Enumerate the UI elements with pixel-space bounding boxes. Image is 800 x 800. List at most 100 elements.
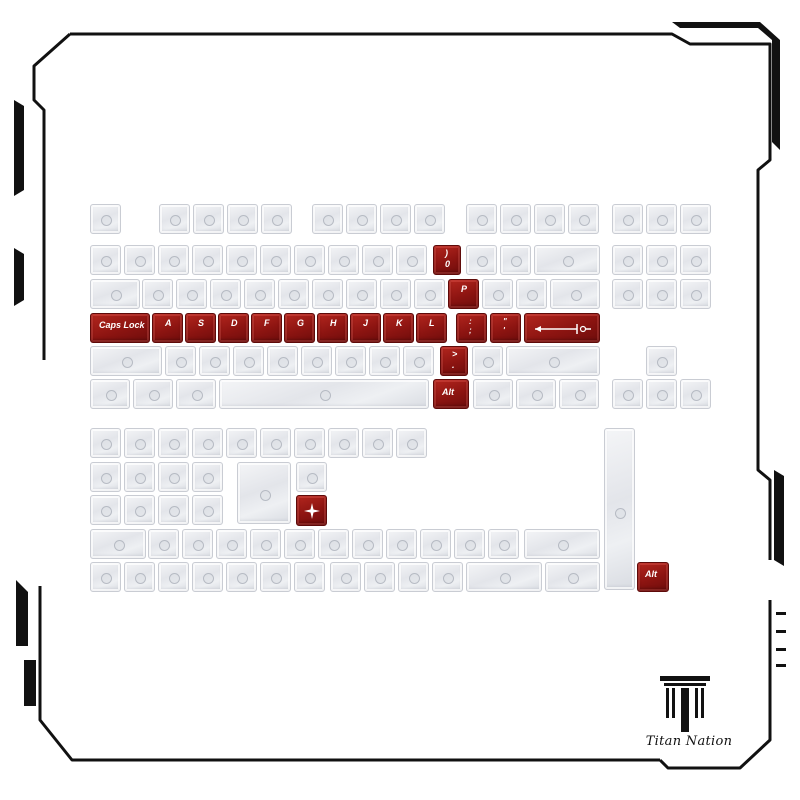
letter-keycap — [403, 346, 434, 376]
f-key: F — [251, 313, 282, 343]
extra-keycap — [396, 428, 427, 458]
alt-extra-key: Alt — [637, 562, 669, 592]
number-row-keycap — [192, 245, 223, 275]
g-key-label: G — [297, 318, 305, 328]
extra-keycap — [545, 562, 600, 592]
alt-extra-label: Alt — [645, 569, 657, 579]
extra-keycap — [330, 562, 361, 592]
extra-keycap — [398, 562, 429, 592]
l-key-label: L — [429, 318, 435, 328]
extra-keycap — [192, 495, 223, 525]
j-key: J — [350, 313, 381, 343]
modifier-keycap — [90, 379, 130, 409]
paren-top-label: ) — [445, 248, 448, 258]
j-key-label: J — [363, 318, 369, 328]
nav-keycap — [680, 245, 711, 275]
extra-keycap — [158, 462, 189, 492]
letter-keycap — [176, 279, 207, 309]
extra-keycap — [158, 495, 189, 525]
s-key-label: S — [198, 318, 205, 328]
period-top-label: > — [452, 349, 458, 359]
k-key: K — [383, 313, 414, 343]
l-key: L — [416, 313, 447, 343]
letter-keycap — [165, 346, 196, 376]
letter-keycap — [472, 346, 503, 376]
extra-keycap — [362, 428, 393, 458]
extra-keycap — [90, 462, 121, 492]
extra-keycap — [296, 462, 327, 492]
arrow-keycap — [680, 379, 711, 409]
modifier-keycap — [473, 379, 513, 409]
d-key: D — [218, 313, 249, 343]
shift-keycap — [506, 346, 600, 376]
quote-label: " ' — [503, 317, 507, 335]
f-row-keycap — [261, 204, 292, 234]
letter-keycap — [369, 346, 400, 376]
extra-keycap — [192, 428, 223, 458]
spacebar-keycap — [219, 379, 429, 409]
letter-keycap — [482, 279, 513, 309]
p-key: P — [448, 279, 479, 309]
f-row-keycap — [227, 204, 258, 234]
number-row-keycap — [396, 245, 427, 275]
period-key: > . — [440, 346, 468, 376]
arrow-keycap — [646, 346, 677, 376]
g-key: G — [284, 313, 315, 343]
extra-keycap — [488, 529, 519, 559]
extra-keycap — [90, 495, 121, 525]
caps-lock-label: Caps Lock — [99, 320, 145, 330]
extra-keycap — [216, 529, 247, 559]
sword-icon — [535, 324, 591, 334]
iso-enter-keycap — [237, 462, 291, 524]
nav-keycap — [612, 279, 643, 309]
letter-keycap — [516, 279, 547, 309]
semicolon-label: : ; — [469, 317, 472, 335]
extra-keycap — [158, 428, 189, 458]
extra-keycap — [90, 562, 121, 592]
number-row-keycap — [124, 245, 155, 275]
nav-keycap — [680, 204, 711, 234]
letter-keycap — [346, 279, 377, 309]
number-row-keycap — [90, 245, 121, 275]
letter-keycap — [199, 346, 230, 376]
number-row-keycap — [226, 245, 257, 275]
extra-keycap — [192, 562, 223, 592]
modifier-keycap — [133, 379, 173, 409]
f-row-keycap — [568, 204, 599, 234]
nav-keycap — [646, 204, 677, 234]
f-row-keycap — [414, 204, 445, 234]
letter-keycap — [414, 279, 445, 309]
number-row-keycap — [260, 245, 291, 275]
s-key: S — [185, 313, 216, 343]
extra-keycap — [158, 562, 189, 592]
f-row-keycap — [346, 204, 377, 234]
enter-keycap — [524, 529, 600, 559]
f-row-keycap — [500, 204, 531, 234]
nav-keycap — [646, 279, 677, 309]
letter-keycap — [210, 279, 241, 309]
letter-keycap — [312, 279, 343, 309]
period-bottom-label: . — [452, 360, 455, 370]
number-row-keycap — [362, 245, 393, 275]
backslash-keycap — [550, 279, 600, 309]
extra-keycap — [148, 529, 179, 559]
number-row-keycap — [294, 245, 325, 275]
f-row-keycap — [193, 204, 224, 234]
letter-keycap — [142, 279, 173, 309]
extra-keycap — [284, 529, 315, 559]
extra-keycap — [364, 562, 395, 592]
titan-pillar-icon — [660, 676, 710, 732]
extra-keycap — [124, 428, 155, 458]
f-row-keycap — [312, 204, 343, 234]
extra-keycap — [420, 529, 451, 559]
f-row-keycap — [159, 204, 190, 234]
star-key — [296, 495, 327, 526]
k-key-label: K — [396, 318, 403, 328]
sparkle-icon — [304, 503, 320, 519]
esc-keycap — [90, 204, 121, 234]
letter-keycap — [267, 346, 298, 376]
caps-keycap — [90, 529, 146, 559]
letter-keycap — [380, 279, 411, 309]
